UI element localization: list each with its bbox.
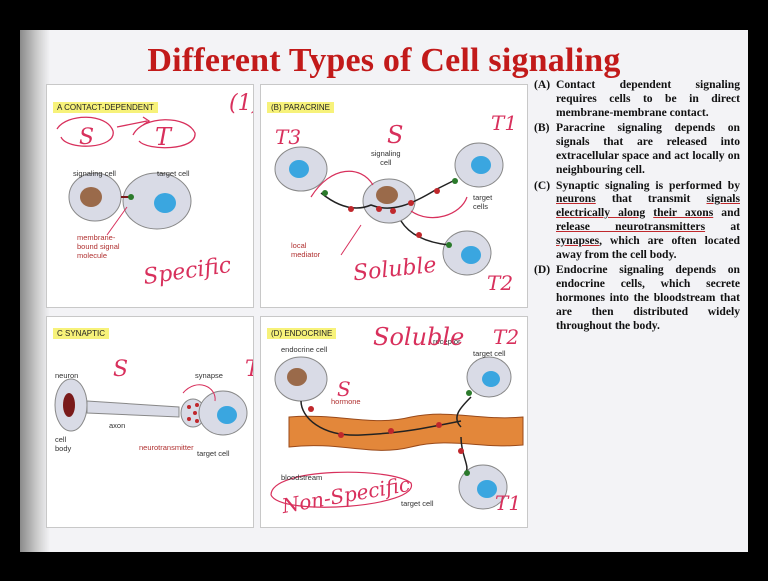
- annotation-t: T: [155, 123, 171, 151]
- annotation-t2: T2: [493, 325, 519, 349]
- description-text: Contact dependent signaling requires cel…: [556, 78, 740, 119]
- panel-d-label: (D) ENDOCRINE: [267, 328, 336, 339]
- description-text: Synaptic signaling is performed by neuro…: [556, 179, 740, 262]
- annotation-t1: T1: [491, 111, 517, 135]
- description-text: Paracrine signaling depends on signals t…: [556, 121, 740, 176]
- text-part-underlined: their axons: [653, 206, 713, 219]
- text-part-underlined: neurons: [556, 192, 596, 205]
- panel-contact-dependent: A CONTACT-DEPENDENT signaling cell targe…: [46, 84, 254, 308]
- annotation-s: S: [387, 121, 403, 149]
- description-tag: (A): [534, 78, 556, 119]
- panel-endocrine: (D) ENDOCRINE endocrine cell receptor ta…: [260, 316, 528, 528]
- description-b: (B) Paracrine signaling depends on signa…: [534, 121, 740, 176]
- description-text: Endocrine signaling depends on endocrine…: [556, 263, 740, 332]
- annotation-s: S: [113, 357, 128, 382]
- annotation-s: S: [79, 125, 94, 150]
- text-part: Synaptic signaling is performed by: [556, 179, 740, 192]
- bloodstream-label: bloodstream: [281, 473, 322, 482]
- slide-title: Different Types of Cell signaling: [20, 42, 748, 80]
- cell-body-label: cell body: [55, 435, 71, 453]
- synapse-label: synapse: [195, 371, 223, 380]
- signaling-cell-label: signaling cell: [371, 149, 401, 167]
- text-part: that transmit: [596, 192, 707, 205]
- text-part: and: [713, 206, 740, 219]
- panel-synaptic: C SYNAPTIC neuron axon cell body synapse…: [46, 316, 254, 528]
- annotation-s: S: [337, 377, 351, 401]
- membrane-bound-label: membrane- bound signal molecule: [77, 233, 120, 260]
- description-tag: (C): [534, 179, 556, 262]
- description-d: (D) Endocrine signaling depends on endoc…: [534, 263, 740, 332]
- description-tag: (B): [534, 121, 556, 176]
- panel-b-label: (B) PARACRINE: [267, 102, 334, 113]
- neuron-label: neuron: [55, 371, 78, 380]
- target-cell-label: target cell: [197, 449, 230, 458]
- text-part: at: [705, 220, 740, 233]
- panel-c-label: C SYNAPTIC: [53, 328, 109, 339]
- axon-label: axon: [109, 421, 125, 430]
- target-cells-label: target cells: [473, 193, 492, 211]
- annotation-t1: T1: [495, 491, 521, 515]
- description-c: (C) Synaptic signaling is performed by n…: [534, 179, 740, 262]
- endocrine-cell-label: endocrine cell: [281, 345, 327, 354]
- annotation-num: (1): [229, 91, 254, 116]
- signaling-cell-label: signaling cell: [73, 169, 116, 178]
- slide: Different Types of Cell signaling A CONT…: [20, 30, 748, 552]
- neurotransmitter-label: neurotransmitter: [139, 443, 194, 452]
- text-part-underlined: release neurotransmitters: [556, 220, 705, 233]
- panel-paracrine: (B) PARACRINE signaling cell target cell…: [260, 84, 528, 308]
- local-mediator-label: local mediator: [291, 241, 320, 259]
- target-cell-top-label: target cell: [473, 349, 506, 358]
- text-part-underlined: synapses: [556, 234, 599, 247]
- target-cell-label: target cell: [157, 169, 190, 178]
- annotation-soluble: Soluble: [373, 323, 464, 351]
- description-tag: (D): [534, 263, 556, 332]
- description-a: (A) Contact dependent signaling requires…: [534, 78, 740, 119]
- synaptic-diagram: [47, 317, 253, 527]
- panel-a-label: A CONTACT-DEPENDENT: [53, 102, 158, 113]
- annotation-t: T: [245, 357, 254, 382]
- target-cell-bottom-label: target cell: [401, 499, 434, 508]
- annotation-t3: T3: [275, 125, 301, 149]
- descriptions: (A) Contact dependent signaling requires…: [534, 78, 740, 334]
- annotation-t2: T2: [487, 271, 513, 295]
